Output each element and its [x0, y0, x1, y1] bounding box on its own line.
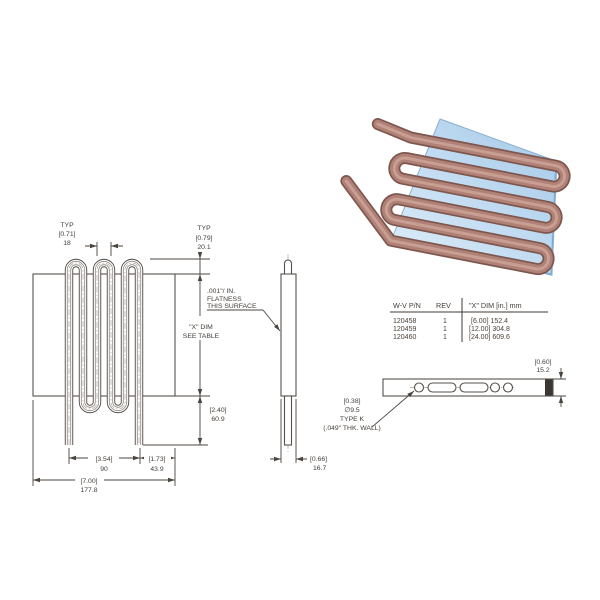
table-cell-xdim: [6.00] 152.4 — [471, 318, 508, 325]
bottom-tube-hole — [489, 382, 501, 393]
tube-spec-line4: (.049" THK. WALL) — [323, 425, 381, 432]
dim-edge-inch: [1.73] — [148, 456, 165, 463]
dim-width-mm: 177.8 — [80, 487, 97, 494]
flatness-note-line3: THIS SURFACE — [207, 303, 257, 310]
side-tube-tail — [283, 395, 293, 446]
front-plate — [32, 273, 176, 397]
dim-pitch-inch: [0.71] — [58, 231, 75, 238]
bottom-tube-slot — [459, 382, 489, 393]
table-cell-rev: 1 — [443, 334, 447, 341]
side-view-annotations: .001"/ IN. FLATNESS THIS SURFACE [0.66] … — [207, 288, 327, 472]
dim-protrusion-typ: TYP — [197, 225, 211, 232]
table-cell-xdim: [12.00] 304.8 — [469, 326, 510, 333]
front-view-dimensions: TYP [0.71] 18 TYP [0.79] 20.1 "X" DIM SE… — [58, 222, 226, 494]
tube-spec-line1: [0.38] — [343, 398, 360, 405]
table-header-rev: REV — [436, 301, 451, 310]
table-cell-pn: 120460 — [393, 334, 416, 341]
bottom-tube-hole — [413, 382, 425, 393]
dim-text-mask — [88, 453, 119, 462]
side-tube-tip — [283, 259, 293, 275]
iso-view — [337, 119, 568, 274]
dim-thickness-inch: [0.60] — [534, 359, 551, 366]
bottom-tube-end-solid — [545, 379, 553, 396]
table-header-xdim: "X" DIM [in.] mm — [469, 301, 522, 310]
dim-edge-mm: 43.9 — [150, 466, 163, 473]
dim-depth-inch: [0.66] — [310, 456, 327, 463]
x-dim-note-line1: "X" DIM — [189, 324, 213, 331]
bottom-view-annotations: [0.38] ∅9.5 TYPE K (.049" THK. WALL) [0.… — [323, 359, 551, 432]
part-table: W-V P/N REV "X" DIM [in.] mm 120458 1 [6… — [390, 298, 548, 342]
table-cell-rev: 1 — [443, 318, 447, 325]
flatness-note-line2: FLATNESS — [207, 296, 242, 303]
dim-protrusion-inch: [0.79] — [195, 235, 212, 242]
dim-span-inch: [3.54] — [95, 456, 112, 463]
dim-tail-inch: [2.40] — [209, 407, 226, 414]
dim-depth-mm: 16.7 — [313, 465, 326, 472]
bottom-view — [382, 378, 554, 397]
tube-spec-line2: ∅9.5 — [344, 407, 360, 414]
table-cell-pn: 120458 — [393, 318, 416, 325]
table-row: 120458 1 [6.00] 152.4 — [393, 318, 508, 325]
dim-protrusion-mm: 20.1 — [197, 244, 210, 251]
flatness-note-line1: .001"/ IN. — [207, 288, 235, 295]
table-cell-rev: 1 — [443, 326, 447, 333]
dim-span-mm: 90 — [100, 466, 108, 473]
dim-pitch-mm: 18 — [63, 240, 71, 247]
table-row: 120459 1 [12.00] 304.8 — [393, 326, 510, 333]
bottom-tube-hole — [502, 382, 514, 393]
tube-spec-line3: TYPE K — [340, 416, 365, 423]
side-plate — [280, 273, 297, 397]
dim-text-mask — [75, 475, 104, 484]
part-table-rules — [390, 298, 548, 342]
dim-tail-mm: 60.9 — [211, 416, 224, 423]
x-dim-note-line2: SEE TABLE — [183, 333, 220, 340]
dim-text-mask — [144, 453, 171, 462]
dim-pitch-typ: TYP — [60, 222, 74, 229]
dim-width-inch: [7.00] — [80, 478, 97, 485]
front-view — [32, 263, 176, 445]
side-view — [280, 254, 297, 452]
table-cell-pn: 120459 — [393, 326, 416, 333]
table-row: 120460 1 [24.00] 609.6 — [393, 334, 510, 341]
table-cell-xdim: [24.00] 609.6 — [469, 334, 510, 341]
bottom-tube-slot — [427, 382, 457, 393]
dim-thickness-mm: 15.2 — [536, 367, 549, 374]
table-header-pn: W-V P/N — [393, 301, 421, 310]
